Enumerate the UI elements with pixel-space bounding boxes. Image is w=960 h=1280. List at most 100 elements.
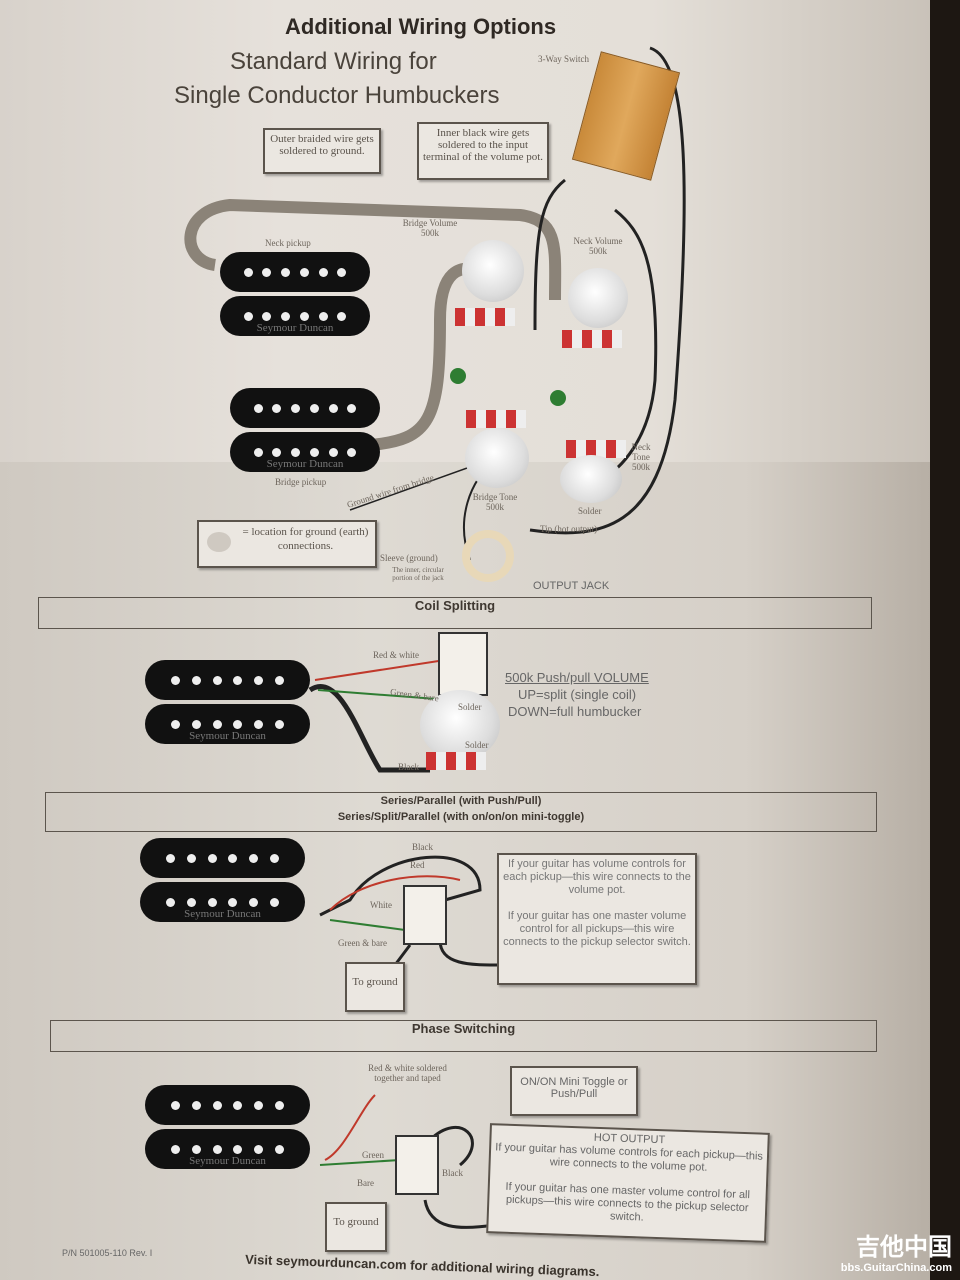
neck-pickup: Seymour Duncan (210, 252, 380, 340)
pole-piece (228, 897, 238, 907)
pole-piece (191, 1100, 201, 1110)
pole-piece (281, 311, 291, 321)
pole-piece (165, 897, 175, 907)
output-jack (462, 530, 514, 582)
coil-splitting-banner: Coil Splitting (38, 597, 872, 629)
section-title-line1: Standard Wiring for (230, 48, 437, 75)
ph-toggle-box: ON/ON Mini Toggle or Push/Pull (510, 1066, 638, 1116)
pickup-coil-bottom (220, 296, 370, 336)
coil-split-desc-1: 500k Push/pull VOLUME (505, 670, 649, 685)
sp-output (438, 939, 501, 967)
pole-piece (212, 1100, 222, 1110)
pole-piece (207, 897, 217, 907)
ph-green (319, 1159, 401, 1166)
pole-piece (275, 719, 285, 729)
pole-piece (243, 267, 253, 277)
sp-note-2: If your guitar has one master volume con… (503, 910, 691, 948)
sp-green (329, 919, 406, 931)
coil-split-pickup: Seymour Duncan (135, 660, 310, 748)
pole-piece (318, 267, 328, 277)
phase-switching-banner: Phase Switching (50, 1020, 877, 1052)
pole-piece (228, 853, 238, 863)
watermark: 吉他中国 bbs.GuitarChina.com (841, 1227, 952, 1274)
neck-shielded-cable (184, 198, 562, 301)
pole-piece (207, 853, 217, 863)
ph-black-label: Black (442, 1168, 463, 1178)
note-outer-braided: Outer braided wire gets soldered to grou… (263, 128, 381, 174)
pickup-coil-top (145, 1085, 310, 1125)
ph-hot-output-box: HOT OUTPUT If your guitar has volume con… (486, 1123, 770, 1243)
series-parallel-pickup: Seymour Duncan (130, 838, 305, 926)
section-title-line2: Single Conductor Humbuckers (174, 82, 500, 109)
pole-piece (186, 853, 196, 863)
pickup-coil-top (220, 252, 370, 292)
pickup-brand: Seymour Duncan (189, 730, 266, 742)
coil-split-desc-2: UP=split (single coil) (518, 687, 637, 702)
phase-switch (395, 1135, 439, 1195)
watermark-url: bbs.GuitarChina.com (840, 1262, 952, 1274)
pole-piece (262, 311, 272, 321)
bridge-tone-capacitor (450, 368, 466, 384)
ground-legend: = location for ground (earth) connection… (197, 520, 377, 568)
ph-red-white-label: Red & white soldered together and taped (368, 1063, 447, 1083)
bridge-volume-label: Bridge Volume 500k (402, 218, 458, 238)
sp-note-1: If your guitar has volume controls for e… (503, 858, 691, 896)
pole-piece (262, 267, 272, 277)
sp-black-label: Black (412, 842, 433, 852)
ph-bare-label: Bare (357, 1178, 374, 1188)
part-number: P/N 501005-110 Rev. I (62, 1248, 153, 1258)
pickup-brand: Seymour Duncan (266, 458, 344, 470)
pole-piece (191, 675, 201, 685)
pole-piece (291, 447, 301, 457)
page-title: Additional Wiring Options (285, 14, 557, 39)
pickup-coil-top (230, 388, 380, 428)
neck-volume-label: Neck Volume 500k (573, 236, 623, 256)
phase-switching-title: Phase Switching (411, 1021, 516, 1036)
bridge-pickup-label: Bridge pickup (275, 477, 327, 487)
ph-note-2: If your guitar has one master volume con… (505, 1180, 751, 1224)
pickup-coil-bottom (140, 882, 305, 922)
pole-piece (170, 1144, 180, 1154)
pole-piece (233, 1144, 243, 1154)
pole-piece (318, 311, 328, 321)
pickup-brand: Seymour Duncan (189, 1155, 266, 1167)
neck-switch-wire (599, 208, 658, 482)
ph-red (324, 1094, 376, 1161)
push-pull-pot (420, 690, 500, 760)
pickup-coil-bottom (145, 1129, 310, 1169)
pole-piece (233, 1100, 243, 1110)
bridge-shielded-cable (369, 262, 482, 451)
pole-piece (337, 267, 347, 277)
pole-piece (170, 675, 180, 685)
sleeve-label: Sleeve (ground) (380, 553, 438, 563)
pole-piece (249, 853, 259, 863)
pole-piece (165, 853, 175, 863)
pickup-coil-bottom (230, 432, 380, 472)
red-white-label: Red & white (373, 650, 419, 660)
ph-to-ground-box: To ground (325, 1202, 387, 1252)
ph-black (428, 1126, 474, 1167)
pole-piece (328, 403, 338, 413)
sp-green-bare-label: Green & bare (338, 938, 387, 948)
pole-piece (212, 675, 222, 685)
pole-piece (275, 675, 285, 685)
pole-piece (272, 403, 282, 413)
neck-tone-capacitor (550, 390, 566, 406)
pickup-coil-bottom (145, 704, 310, 744)
pole-piece (254, 1100, 264, 1110)
coil-splitting-title: Coil Splitting (414, 598, 496, 613)
coil-split-green (317, 689, 451, 701)
push-pull-lugs (426, 752, 486, 770)
pole-piece (170, 719, 180, 729)
bridge-pickup: Seymour Duncan (220, 388, 390, 476)
pole-piece (291, 403, 301, 413)
coil-split-black (308, 684, 430, 773)
pole-piece (212, 719, 222, 729)
pole-piece (347, 447, 357, 457)
pickup-brand: Seymour Duncan (184, 908, 261, 920)
pole-piece (254, 1144, 264, 1154)
ph-output (423, 1199, 496, 1229)
sleeve-note: The inner, circular portion of the jack (392, 566, 444, 582)
sp-note-box: If your guitar has volume controls for e… (497, 853, 697, 985)
pole-piece (275, 1144, 285, 1154)
